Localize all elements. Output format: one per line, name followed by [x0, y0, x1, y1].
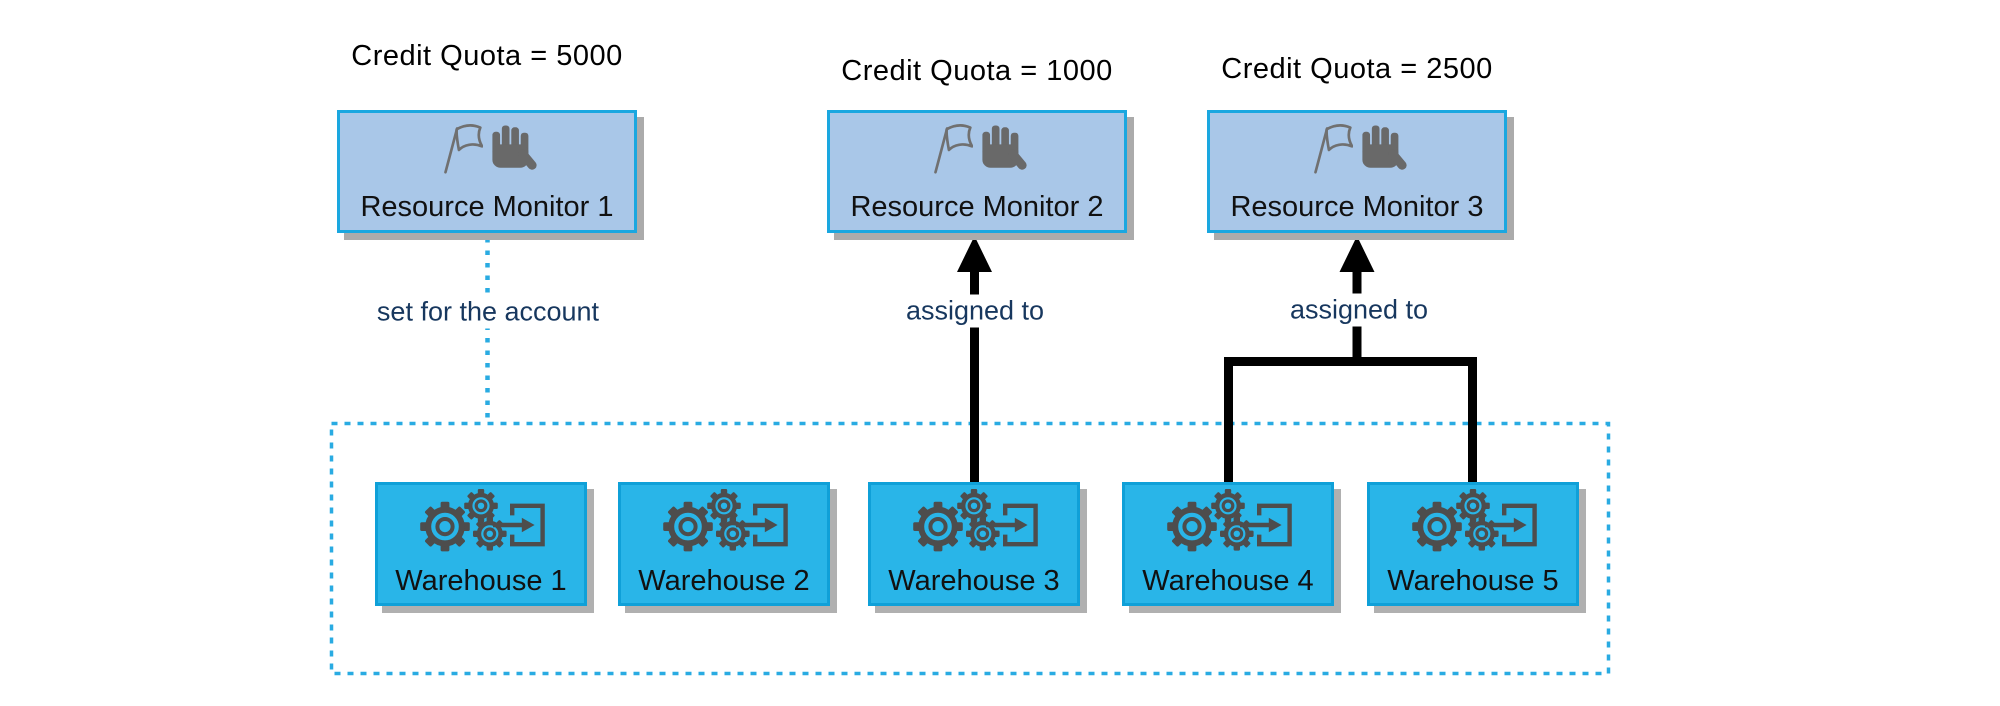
- stop-hand-icon: [982, 125, 1027, 170]
- warehouse-label: Warehouse 4: [1142, 565, 1314, 597]
- edge-label-set-for-account: set for the account: [371, 295, 605, 329]
- gears-export-icon: [420, 489, 545, 552]
- flag-icon: [934, 124, 973, 174]
- warehouse-1-node: Warehouse 1: [375, 482, 587, 606]
- warehouse-label: Warehouse 1: [395, 565, 567, 597]
- resource-monitor-label: Resource Monitor 2: [850, 191, 1104, 223]
- gears-export-icon: [648, 485, 800, 565]
- warehouse-4-node: Warehouse 4: [1122, 482, 1334, 606]
- resource-monitor-3-node: Resource Monitor 3: [1207, 110, 1507, 233]
- monitor-icon-group: [1303, 120, 1411, 178]
- stop-hand-icon: [492, 125, 537, 170]
- edge-label-assigned-to-1: assigned to: [900, 294, 1050, 328]
- warehouse-2-node: Warehouse 2: [618, 482, 830, 606]
- warehouse45-arrow-head: [1339, 236, 1375, 272]
- monitor-icon-group: [923, 120, 1031, 178]
- warehouse-label: Warehouse 2: [638, 565, 810, 597]
- resource-monitor-label: Resource Monitor 3: [1230, 191, 1484, 223]
- warehouse3-arrow-head: [957, 236, 992, 272]
- credit-quota-label-2: Credit Quota = 1000: [841, 55, 1113, 87]
- monitor-icon-group: [433, 120, 541, 178]
- flag-icon: [444, 124, 483, 174]
- stop-hand-icon: [1362, 125, 1407, 170]
- resource-monitor-1-node: Resource Monitor 1: [337, 110, 637, 233]
- resource-monitor-label: Resource Monitor 1: [360, 191, 614, 223]
- resource-monitor-2-node: Resource Monitor 2: [827, 110, 1127, 233]
- warehouse-label: Warehouse 5: [1387, 565, 1559, 597]
- gears-export-icon: [898, 485, 1050, 565]
- gears-export-icon: [1152, 485, 1304, 565]
- gears-export-icon: [1397, 485, 1549, 565]
- flag-icon: [1314, 124, 1353, 174]
- credit-quota-label-1: Credit Quota = 5000: [351, 40, 623, 72]
- warehouse-label: Warehouse 3: [888, 565, 1060, 597]
- warehouse-5-node: Warehouse 5: [1367, 482, 1579, 606]
- warehouse45-bracket: [1224, 357, 1477, 482]
- warehouse-3-node: Warehouse 3: [868, 482, 1080, 606]
- edge-label-assigned-to-2: assigned to: [1284, 293, 1434, 327]
- credit-quota-label-3: Credit Quota = 2500: [1221, 53, 1493, 85]
